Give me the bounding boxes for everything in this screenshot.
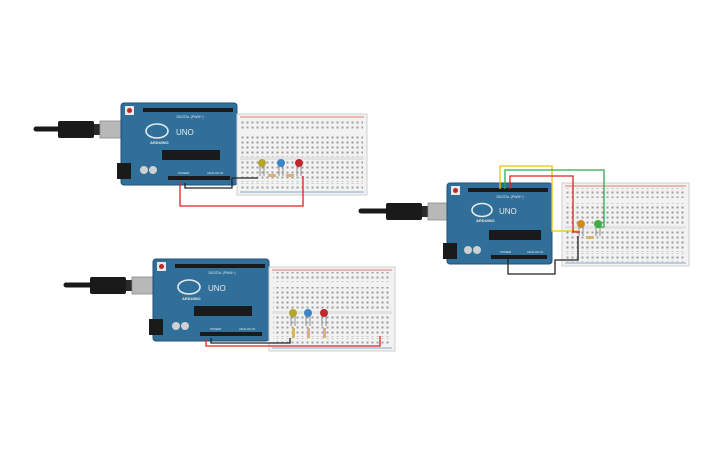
yellow-wire[interactable]: [499, 165, 578, 232]
analog-label: ANALOG IN: [239, 327, 255, 331]
digital-header-icon: [143, 108, 233, 112]
led-blue[interactable]: [277, 159, 285, 176]
power-label: POWER: [500, 250, 512, 254]
model-label: UNO: [176, 128, 194, 137]
brand-label: ARDUINO: [150, 140, 169, 145]
black-wire[interactable]: [507, 236, 579, 275]
usb-cable-icon[interactable]: [358, 202, 451, 221]
circuit-2[interactable]: DIGITAL (PWM~) ARDUINO UNO POWER ANALOG …: [63, 258, 396, 352]
led-green[interactable]: [594, 220, 602, 236]
resistor[interactable]: [292, 328, 295, 338]
analog-label: ANALOG IN: [207, 171, 223, 175]
led-yellow[interactable]: [289, 309, 297, 326]
digital-header-icon: [175, 264, 265, 268]
arduino-logo-icon: [177, 279, 201, 295]
power-label: POWER: [210, 327, 222, 331]
capacitor-icon: [464, 246, 472, 254]
model-label: UNO: [499, 207, 517, 216]
resistor[interactable]: [307, 328, 310, 338]
digital-label: DIGITAL (PWM~): [496, 195, 523, 199]
microcontroller-chip-icon: [194, 306, 252, 316]
power-jack-icon: [117, 163, 131, 179]
arduino-board[interactable]: DIGITAL (PWM~) ARDUINO UNO POWER ANALOG …: [117, 102, 238, 186]
microcontroller-chip-icon: [489, 230, 541, 240]
arduino-logo-icon: [471, 202, 493, 218]
black-wire[interactable]: [210, 338, 291, 344]
power-jack-icon: [443, 243, 457, 259]
model-label: UNO: [208, 284, 226, 293]
power-header-icon: [200, 332, 262, 336]
usb-cable-icon[interactable]: [63, 276, 155, 295]
brand-label: ARDUINO: [476, 218, 495, 223]
digital-label: DIGITAL (PWM~): [176, 115, 203, 119]
led-yellow[interactable]: [258, 159, 266, 176]
arduino-board[interactable]: DIGITAL (PWM~) ARDUINO UNO POWER ANALOG …: [149, 258, 270, 342]
resistor[interactable]: [323, 328, 326, 338]
capacitor-icon: [172, 322, 180, 330]
digital-label: DIGITAL (PWM~): [208, 271, 235, 275]
power-header-icon: [491, 255, 547, 259]
breadboard[interactable]: [268, 266, 396, 352]
led-red[interactable]: [295, 159, 303, 176]
circuit-3[interactable]: DIGITAL (PWM~) ARDUINO UNO POWER ANALOG …: [358, 165, 690, 275]
power-header-icon: [168, 176, 230, 180]
arduino-logo-icon: [145, 123, 169, 139]
usb-cable-icon[interactable]: [33, 120, 123, 139]
black-wire[interactable]: [184, 177, 258, 189]
microcontroller-chip-icon: [162, 150, 220, 160]
arduino-board[interactable]: DIGITAL (PWM~) ARDUINO UNO POWER ANALOG …: [443, 182, 553, 265]
power-jack-icon: [149, 319, 163, 335]
capacitor-icon: [473, 246, 481, 254]
red-wire[interactable]: [509, 175, 580, 233]
led-red[interactable]: [320, 309, 328, 326]
brand-label: ARDUINO: [182, 296, 201, 301]
breadboard[interactable]: [236, 113, 368, 196]
digital-header-icon: [468, 188, 548, 192]
led-blue[interactable]: [304, 309, 312, 326]
resistor[interactable]: [586, 236, 594, 239]
power-label: POWER: [178, 171, 190, 175]
resistor[interactable]: [286, 174, 294, 177]
capacitor-icon: [140, 166, 148, 174]
green-wire[interactable]: [504, 169, 605, 228]
red-wire[interactable]: [205, 336, 381, 347]
circuit-1[interactable]: DIGITAL (PWM~) ARDUINO UNO POWER ANALOG …: [33, 102, 368, 207]
red-wire[interactable]: [179, 176, 304, 207]
analog-label: ANALOG IN: [527, 250, 543, 254]
capacitor-icon: [149, 166, 157, 174]
resistor[interactable]: [268, 174, 276, 177]
capacitor-icon: [181, 322, 189, 330]
